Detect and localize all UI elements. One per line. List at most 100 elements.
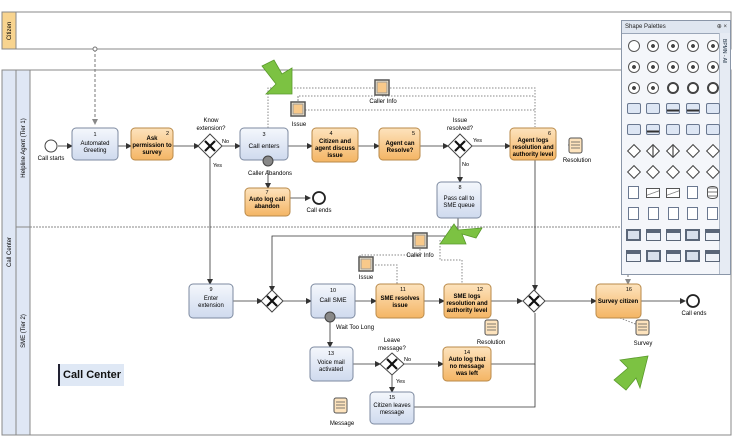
shape-data-input-icon[interactable] (626, 206, 641, 221)
task-line: Resolve? (387, 148, 414, 154)
task-line: Call SME (319, 297, 347, 304)
task-ask-permission[interactable]: 2 Ask permission to survey (130, 127, 174, 161)
pool-citizen[interactable]: Citizen (1, 11, 732, 50)
shape-start-event-icon[interactable] (626, 38, 641, 53)
shape-inclusive-gateway-icon[interactable] (705, 143, 720, 158)
shape-phase-icon[interactable] (626, 248, 641, 263)
shape-exclusive-event-gateway-icon[interactable] (705, 164, 720, 179)
gateway-issue-resolved[interactable]: Issue resolved? Yes No (447, 118, 482, 168)
shape-annotation-icon[interactable] (685, 185, 700, 200)
shape-data-output-icon[interactable] (646, 206, 661, 221)
shape-message-icon[interactable] (646, 185, 661, 200)
task-citizen-leaves-message[interactable]: 15 Citizen leaves message (369, 391, 415, 425)
shape-data-collection-icon[interactable] (666, 206, 681, 221)
task-citizen-agent-discuss[interactable]: 4 Citizen and agent discuss issue (311, 127, 359, 163)
shape-task-icon[interactable] (626, 101, 641, 116)
shape-lane-icon[interactable] (645, 227, 661, 242)
shape-ad-hoc-icon[interactable] (646, 122, 661, 137)
shape-call-activity-icon[interactable] (685, 122, 700, 137)
shape-gateway-icon[interactable] (626, 143, 641, 158)
shape-intermediate-link-icon[interactable] (705, 59, 720, 74)
task-agent-logs-resolution[interactable]: 6 Agent logs resolution and authority le… (509, 127, 557, 161)
task-number: 8 (458, 185, 461, 191)
shape-rule-event-icon[interactable] (646, 80, 661, 95)
shape-separator-icon[interactable] (665, 248, 681, 263)
gateway-merge-survey[interactable] (522, 289, 546, 313)
shape-intermediate-message-icon[interactable] (626, 59, 641, 74)
palette-window-controls[interactable]: ⊕ × (716, 24, 727, 30)
shape-document-icon[interactable] (685, 206, 700, 221)
data-object-caller-info-1[interactable]: Caller Info (369, 79, 397, 105)
end-event-tier2[interactable]: Call ends (681, 294, 707, 317)
start-event[interactable]: Call starts (38, 139, 65, 162)
task-agent-can-resolve[interactable]: 5 Agent can Resolve? (378, 127, 421, 161)
shape-group-icon[interactable] (666, 185, 681, 200)
gateway-know-extension[interactable]: Know extension? No Yes (196, 118, 229, 169)
shape-multiple-event-icon[interactable] (685, 38, 700, 53)
shape-intermediate-error-icon[interactable] (666, 59, 681, 74)
shape-timer-event-icon[interactable] (646, 38, 661, 53)
shape-transaction-icon[interactable] (705, 101, 720, 116)
shape-subprocess-icon[interactable] (666, 101, 681, 116)
shape-end-event-icon[interactable] (666, 80, 681, 95)
shape-pool-icon[interactable] (626, 227, 641, 242)
data-store-resolution-1[interactable]: Resolution (563, 137, 591, 164)
shape-message-event-icon[interactable] (666, 38, 681, 53)
shape-swimlane-icon[interactable] (705, 227, 720, 242)
shape-data-gateway-icon[interactable] (665, 143, 681, 158)
shape-collapsed-subprocess-icon[interactable] (685, 101, 700, 116)
shape-compensation-event-icon[interactable] (626, 80, 641, 95)
data-object-issue-2[interactable]: Issue (358, 256, 374, 281)
task-survey-citizen[interactable]: 16 Survey citizen (595, 283, 642, 319)
shape-intermediate-timer-icon[interactable] (646, 59, 661, 74)
shape-end-message-icon[interactable] (705, 80, 720, 95)
task-automated-greeting[interactable]: 1 Automated Greeting (71, 127, 119, 161)
data-store-resolution-2[interactable]: Resolution (477, 319, 505, 346)
data-store-message[interactable]: Message (330, 397, 355, 427)
task-line: Auto log that (449, 357, 486, 363)
data-store-survey[interactable]: Survey (634, 319, 653, 347)
shape-palettes-title: Shape Palettes (625, 24, 666, 30)
shape-multi-document-icon[interactable] (705, 206, 720, 221)
shape-exclusive-gateway-icon[interactable] (646, 143, 661, 158)
task-auto-log-abandon[interactable]: 7 Auto log call abandon (244, 187, 291, 217)
task-sme-resolves-issue[interactable]: 11 SME resolves issue (375, 283, 425, 319)
shape-container-icon[interactable] (685, 248, 701, 263)
gateway-branch-label: No (222, 139, 229, 145)
task-line: authority level (513, 152, 554, 158)
task-call-enters[interactable]: 3 Call enters (239, 127, 289, 167)
shape-event-subprocess-icon[interactable] (705, 122, 720, 137)
shape-complex-gateway-icon[interactable] (626, 164, 641, 179)
shape-parallel-gateway-icon[interactable] (646, 164, 661, 179)
task-enter-extension[interactable]: 9 Enter extension (188, 283, 234, 319)
shape-pool-horizontal-icon[interactable] (665, 227, 681, 242)
data-object-issue-1[interactable]: Issue (290, 101, 307, 128)
shape-data-object-icon[interactable] (626, 185, 641, 200)
shape-collapsed-pool-icon[interactable] (705, 248, 720, 263)
gateway-leave-message[interactable]: Leave message? No Yes (378, 338, 411, 385)
task-voice-mail-activated[interactable]: 13 Voice mail activated (309, 346, 354, 382)
task-call-sme[interactable]: 10 Call SME (310, 283, 356, 323)
palette-side-tab[interactable]: BPMN - All (719, 33, 730, 274)
shape-instantiating-gateway-icon[interactable] (685, 164, 700, 179)
gateway-merge-tier2[interactable] (260, 289, 284, 313)
task-pass-call-sme-queue[interactable]: 8 Pass call to SME queue (436, 181, 482, 219)
shape-pool-vertical-icon[interactable] (685, 227, 701, 242)
shape-intermediate-cancel-icon[interactable] (685, 59, 700, 74)
shape-terminate-event-icon[interactable] (685, 80, 700, 95)
data-object-caller-info-2[interactable]: Caller Info (406, 232, 434, 259)
end-event-tier1[interactable]: Call ends (306, 191, 332, 214)
task-sme-logs-resolution[interactable]: 12 SME logs resolution and authority lev… (443, 283, 492, 319)
shape-multi-instance-icon[interactable] (626, 122, 641, 137)
shape-data-store-icon[interactable] (705, 185, 720, 200)
gateway-branch-label: No (404, 357, 411, 363)
shape-signal-event-icon[interactable] (705, 38, 720, 53)
shape-palettes-panel[interactable]: Shape Palettes ⊕ × BPMN - All (621, 20, 731, 275)
shape-parallel-event-gateway-icon[interactable] (665, 164, 681, 179)
shape-milestone-icon[interactable] (645, 248, 661, 263)
palette-shape-grid (626, 35, 720, 266)
shape-loop-task-icon[interactable] (646, 101, 661, 116)
task-auto-log-no-message[interactable]: 14 Auto log that no message was left (442, 346, 492, 382)
shape-compensation-task-icon[interactable] (666, 122, 681, 137)
shape-event-gateway-icon[interactable] (685, 143, 700, 158)
